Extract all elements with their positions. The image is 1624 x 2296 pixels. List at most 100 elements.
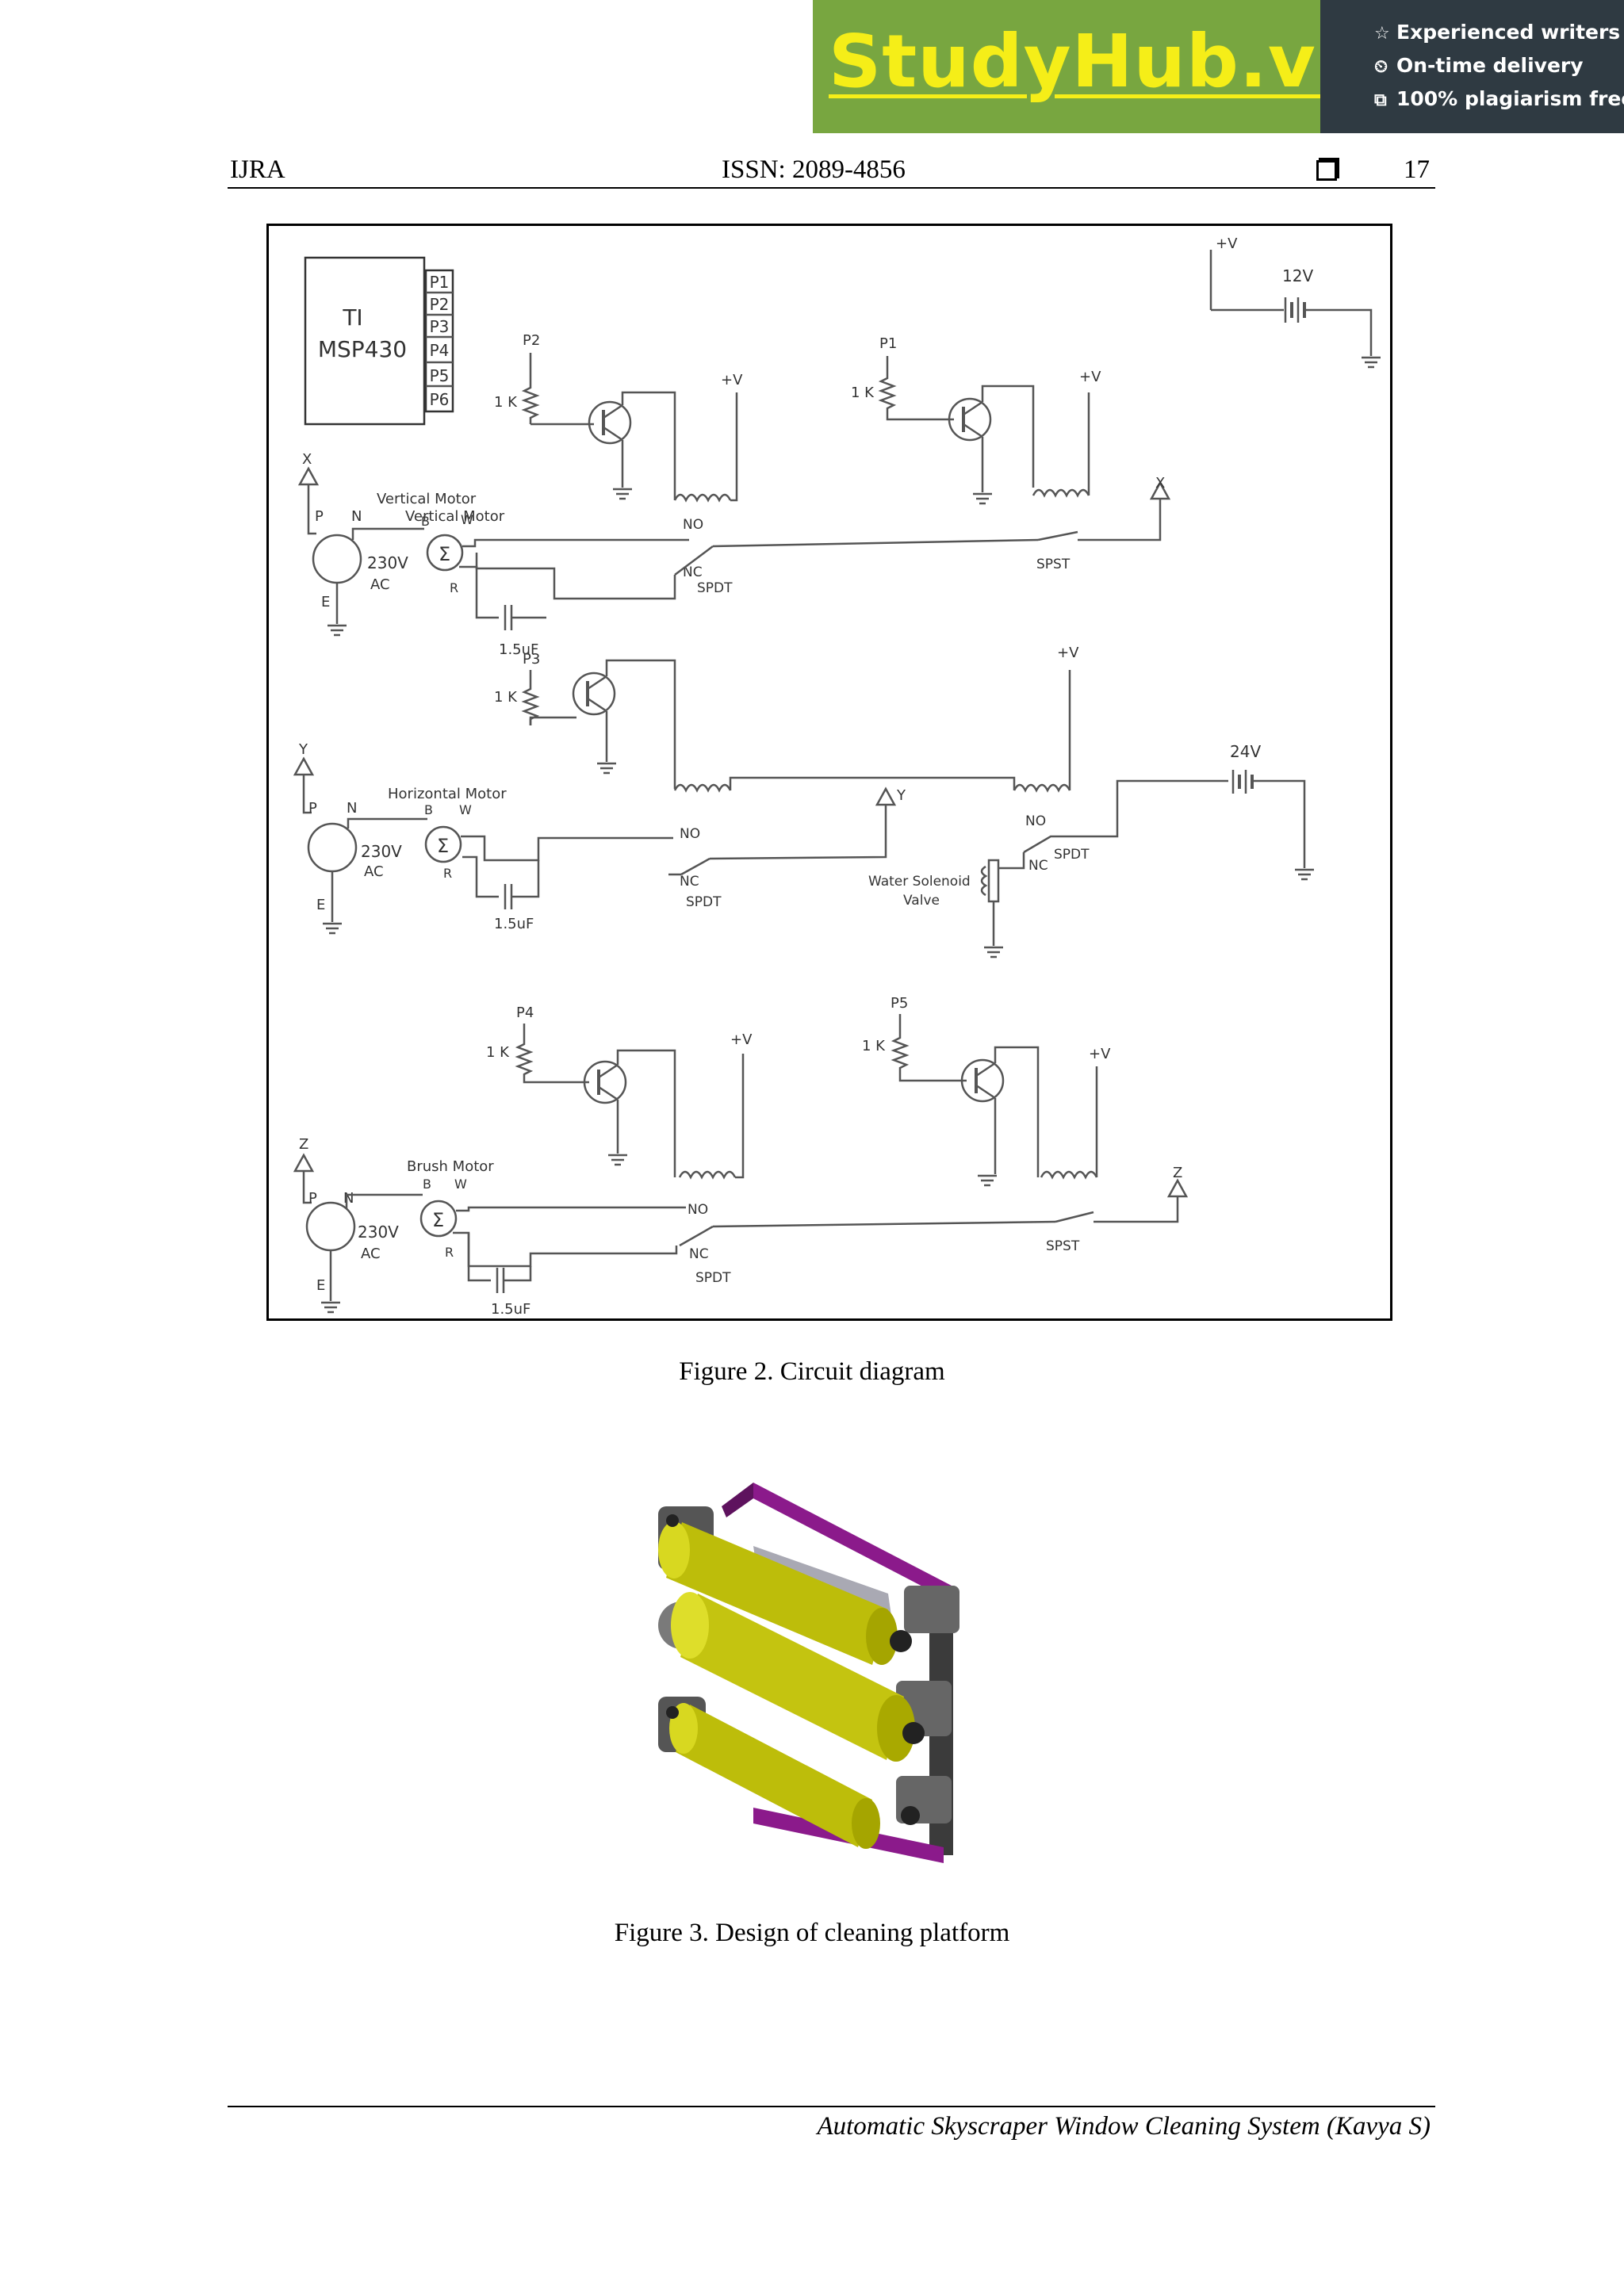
svg-text:AC: AC xyxy=(364,863,384,880)
banner-brand-area: StudyHub.vip xyxy=(813,0,1336,133)
svg-text:NC: NC xyxy=(1028,858,1048,874)
svg-text:W: W xyxy=(461,512,473,527)
svg-text:1.5uF: 1.5uF xyxy=(494,916,534,932)
svg-text:P4: P4 xyxy=(430,341,450,360)
svg-text:E: E xyxy=(316,1277,325,1294)
svg-text:NO: NO xyxy=(680,826,700,842)
svg-text:SPST: SPST xyxy=(1046,1238,1080,1254)
svg-text:P5: P5 xyxy=(891,995,908,1012)
svg-text:SPDT: SPDT xyxy=(686,894,722,910)
banner-features: ☆Experienced writers ⏲On-time delivery ⧉… xyxy=(1320,0,1624,133)
svg-text:P1: P1 xyxy=(430,273,450,292)
circuit-diagram: TI MSP430 P1 P2 P3 P4 P5 P6 +V 12V P2 1 … xyxy=(266,224,1392,1321)
svg-text:Horizontal Motor: Horizontal Motor xyxy=(388,786,507,802)
svg-text:1 K: 1 K xyxy=(494,394,518,411)
svg-text:P2: P2 xyxy=(523,332,540,349)
svg-text:230V: 230V xyxy=(367,553,408,572)
svg-text:+V: +V xyxy=(721,372,743,388)
svg-text:Vertical Motor: Vertical Motor xyxy=(377,491,477,507)
svg-text:P5: P5 xyxy=(430,366,450,385)
svg-text:R: R xyxy=(450,580,458,595)
svg-text:N: N xyxy=(347,800,357,817)
header-rule xyxy=(228,187,1435,189)
svg-text:Y: Y xyxy=(298,741,308,758)
studyhub-banner[interactable]: StudyHub.vip ☆Experienced writers ⏲On-ti… xyxy=(813,0,1624,133)
svg-text:P1: P1 xyxy=(879,335,897,352)
svg-text:P3: P3 xyxy=(430,317,450,336)
page-number: 17 xyxy=(1404,155,1430,184)
svg-text:P4: P4 xyxy=(516,1004,534,1021)
svg-text:AC: AC xyxy=(370,576,390,593)
svg-text:N: N xyxy=(343,1190,354,1207)
svg-text:P: P xyxy=(308,800,317,817)
box-icon xyxy=(1316,160,1337,181)
svg-text:P3: P3 xyxy=(523,651,540,668)
svg-text:1 K: 1 K xyxy=(862,1038,886,1054)
svg-text:24V: 24V xyxy=(1230,742,1261,761)
svg-text:R: R xyxy=(445,1245,454,1260)
svg-text:Σ: Σ xyxy=(432,1209,444,1231)
svg-text:230V: 230V xyxy=(361,842,402,861)
svg-text:X: X xyxy=(302,451,312,468)
svg-text:Valve: Valve xyxy=(903,893,940,909)
figure3-caption: Figure 3. Design of cleaning platform xyxy=(614,1919,1010,1947)
cleaning-platform-render xyxy=(634,1475,983,1887)
journal-name: IJRA xyxy=(230,155,285,184)
svg-text:+V: +V xyxy=(730,1031,753,1048)
svg-text:B: B xyxy=(424,802,433,817)
feature-writers: ☆Experienced writers xyxy=(1374,21,1621,44)
svg-text:NC: NC xyxy=(683,564,703,580)
svg-text:SPDT: SPDT xyxy=(1054,847,1090,863)
footer-text: Automatic Skyscraper Window Cleaning Sys… xyxy=(817,2112,1431,2141)
svg-text:MSP430: MSP430 xyxy=(318,336,407,362)
brand-logo: StudyHub.vip xyxy=(829,19,1396,104)
svg-text:1 K: 1 K xyxy=(486,1044,510,1061)
svg-text:SPDT: SPDT xyxy=(695,1270,731,1286)
copy-icon: ⧉ xyxy=(1374,90,1387,110)
svg-text:Vertical Motor: Vertical Motor xyxy=(405,508,505,525)
svg-text:B: B xyxy=(423,1177,431,1192)
svg-text:W: W xyxy=(459,802,472,817)
svg-text:Σ: Σ xyxy=(437,835,449,857)
figure2-caption: Figure 2. Circuit diagram xyxy=(679,1357,945,1386)
svg-text:E: E xyxy=(321,594,330,610)
svg-text:1.5uF: 1.5uF xyxy=(499,641,538,658)
feature-plagiarism: ⧉100% plagiarism free xyxy=(1374,87,1624,110)
svg-text:NC: NC xyxy=(680,874,699,890)
svg-text:+V: +V xyxy=(1079,369,1101,385)
feature-delivery: ⏲On-time delivery xyxy=(1374,54,1584,77)
svg-text:P6: P6 xyxy=(430,390,450,409)
svg-text:AC: AC xyxy=(361,1246,381,1262)
svg-text:Z: Z xyxy=(1173,1165,1182,1181)
svg-text:NC: NC xyxy=(689,1246,709,1262)
svg-text:P: P xyxy=(308,1190,317,1207)
clock-icon: ⏲ xyxy=(1374,57,1388,77)
svg-text:W: W xyxy=(454,1177,467,1192)
svg-text:1 K: 1 K xyxy=(851,385,875,401)
svg-text:Water Solenoid: Water Solenoid xyxy=(868,874,971,890)
svg-text:SPST: SPST xyxy=(1036,557,1071,572)
svg-text:R: R xyxy=(443,866,452,881)
svg-text:P: P xyxy=(315,508,324,525)
msp430-block: TI MSP430 P1 P2 P3 P4 P5 P6 xyxy=(304,256,454,426)
svg-text:TI: TI xyxy=(342,304,362,331)
svg-text:Σ: Σ xyxy=(439,543,450,565)
svg-text:B: B xyxy=(421,514,430,529)
footer-rule xyxy=(228,2106,1435,2107)
horizontal-motor-circuit: P3 1 K +V Y P N 230V AC E Horizontal Mot… xyxy=(293,645,1316,959)
svg-text:NO: NO xyxy=(688,1202,708,1218)
vertical-motor-circuit: P2 1 K +V P1 1 K +V X P N 230V AC E xyxy=(298,332,1170,658)
battery-12v: +V 12V xyxy=(1209,235,1382,369)
svg-text:N: N xyxy=(351,508,362,525)
svg-text:1 K: 1 K xyxy=(494,689,518,706)
star-icon: ☆ xyxy=(1374,24,1390,44)
svg-text:Brush Motor: Brush Motor xyxy=(407,1158,494,1175)
brush-motor-circuit: P4 1 K +V P5 1 K +V Z P N 230V AC E xyxy=(293,995,1188,1318)
svg-text:E: E xyxy=(316,897,325,913)
svg-text:230V: 230V xyxy=(358,1223,399,1242)
svg-text:+V: +V xyxy=(1089,1046,1111,1062)
svg-text:X: X xyxy=(1155,475,1165,492)
svg-text:+V: +V xyxy=(1057,645,1079,661)
svg-text:Z: Z xyxy=(299,1136,308,1153)
svg-text:+V: +V xyxy=(1216,235,1238,252)
